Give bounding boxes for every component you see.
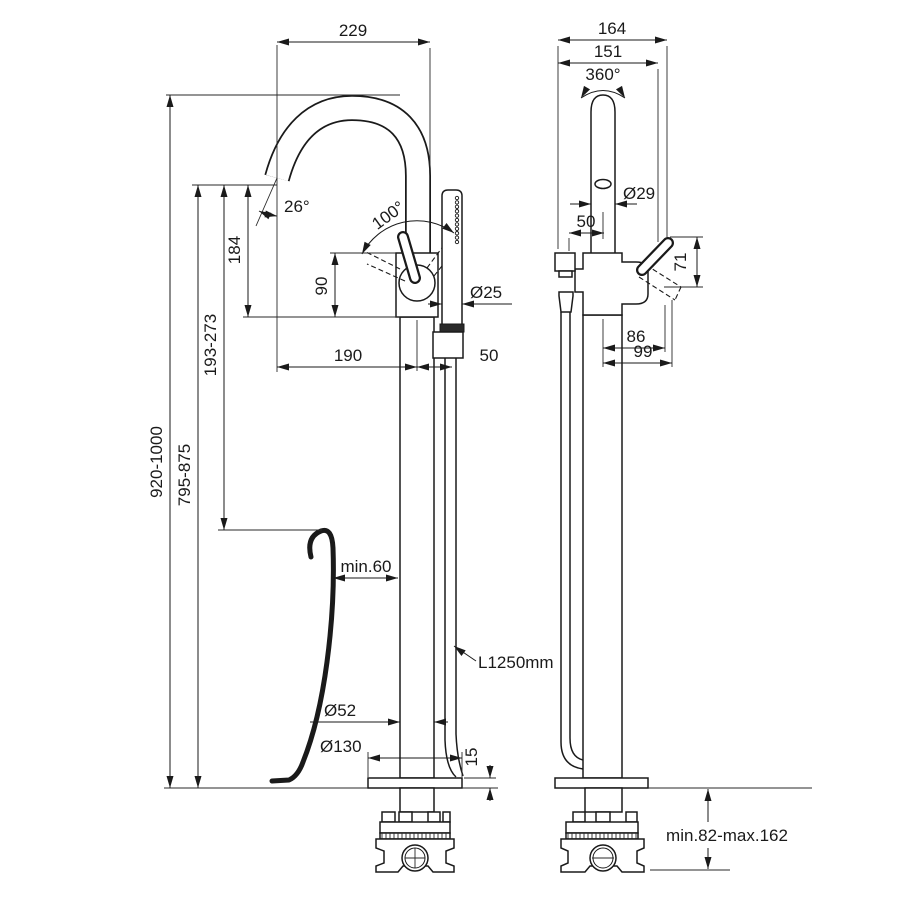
side-mounting-kit [560,787,645,873]
arrowheads [166,36,712,869]
dimension-lines [169,39,709,869]
extension-lines [164,45,812,871]
dim-base-thickness: 15 [462,748,481,767]
side-handle-lever [638,239,672,274]
dim-handle-reach: 86 [627,327,646,346]
side-column [582,314,623,779]
side-shower-holder [554,252,576,272]
dim-handle-body-height: 90 [312,277,331,296]
dim-spout-angle: 26° [284,197,310,216]
side-hose-line2 [569,312,584,761]
dim-handle-travel: 71 [671,253,690,272]
spout-angle-leg [255,177,278,227]
side-mixer-body [574,252,649,316]
handle-angle-arc [361,220,455,255]
front-mounting-kit [375,787,455,873]
dim-overall-height: 920-1000 [147,426,166,498]
dim-hose-length: L1250mm [478,653,554,672]
side-hose-line1 [560,312,584,770]
front-wand-knurl [454,195,460,245]
dim-depth-overall: 164 [598,19,626,38]
dim-center-to-shower: 50 [480,346,499,365]
dim-column-dia: Ø52 [324,701,356,720]
side-hose-connector [558,291,574,313]
dim-rim-clearance: min.60 [340,557,391,576]
dim-handshower-dia: Ø25 [470,283,502,302]
front-wand-collar [439,323,465,333]
side-view [554,94,682,873]
side-base-plate [554,777,649,789]
side-holder-nub [558,270,573,278]
dim-width-top: 229 [339,21,367,40]
dim-outlet-to-body: 184 [225,236,244,264]
side-handle-alt-position [638,264,682,301]
dim-underfloor-range: min.82-max.162 [666,826,788,845]
front-hose-line1 [444,358,457,778]
front-base-plate [367,777,463,789]
rotation-arc [580,90,626,99]
dim-depth-inner: 151 [594,42,622,61]
label-mask [660,824,794,845]
tub-rim [269,527,336,784]
front-handle-lever [399,233,419,282]
front-column [399,316,435,779]
front-hose-line2 [455,358,464,777]
dim-outlet-to-rim: 193-273 [201,314,220,376]
dim-handle-reach-max: 99 [634,342,653,361]
dim-outlet-height: 795-875 [175,444,194,506]
dim-holder-offset: 50 [577,212,596,231]
dim-spout-rotation: 360° [585,65,620,84]
dim-base-dia: Ø130 [320,737,362,756]
dim-pipe-dia: Ø29 [623,184,655,203]
front-shower-holder [432,331,464,359]
dimension-labels: 229 26° 100° 184 90 Ø25 190 50 920-1000 … [147,19,794,845]
side-spout-pipe [590,94,616,255]
dim-spout-reach: 190 [334,346,362,365]
side-spout-outlet [594,178,612,190]
front-spout [266,96,430,258]
